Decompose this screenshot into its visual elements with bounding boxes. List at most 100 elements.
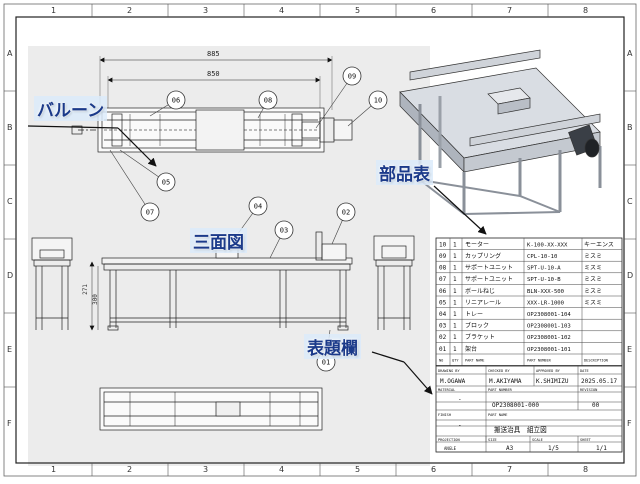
part-qty: 1 [453,265,457,272]
zone-col-bottom: 4 [279,465,285,474]
label-scale: SCALE [532,438,543,442]
balloon-number: 03 [280,227,288,235]
balloon-number: 02 [342,209,350,217]
front-view [89,231,353,331]
part-qty: 1 [453,323,457,330]
scale-value: 1/5 [548,445,559,452]
revision-value: 00 [592,402,600,409]
parts-list-header: NO [439,359,443,363]
zone-row-left: B [7,123,13,132]
parts-list-header: DESCRIPTION [584,359,608,363]
zone-row-left: D [7,271,14,280]
part-number: OP2308001-101 [527,347,571,353]
balloon-number: 07 [146,209,154,217]
part-description: ミスミ [584,265,602,272]
balloon-03: 03 [269,220,294,259]
zone-col-bottom: 1 [51,465,57,474]
zone-col-bottom: 7 [507,465,513,474]
part-no: 06 [439,288,447,295]
part-number: K-100-XX-XXX [527,242,568,248]
bottom-view [99,387,323,431]
label-projection: PROJECTION [438,438,460,442]
label-size: SIZE [488,438,497,442]
plan-tray [195,109,245,151]
zone-row-left: A [7,49,13,58]
zone-col-top: 5 [355,6,361,15]
zone-col-top: 4 [279,6,285,15]
part-qty: 1 [453,253,457,260]
part-no: 05 [439,299,447,306]
balloon-02: 02 [331,202,356,245]
isometric-view [399,49,602,216]
title-block-frame [435,365,623,453]
part-qty: 1 [453,288,457,295]
part-no: 08 [439,265,447,272]
part-no: 01 [439,346,447,353]
part-qty: 1 [453,241,457,248]
zone-row-right: C [627,197,633,206]
plan-motor [333,119,353,141]
part-number: SPT-U-10-B [527,277,561,283]
material-value: - [458,396,462,403]
zone-col-bottom: 3 [203,465,209,474]
part-name: ブラケット [465,333,495,341]
size-value: A3 [506,445,514,452]
part-name: ボールねじ [465,287,495,295]
zone-col-top: 8 [583,6,589,15]
part-no: 02 [439,334,447,341]
balloon-number: 06 [172,97,180,105]
label-date: DATE [580,369,589,373]
front-top-rail [101,257,353,265]
drawing-date: 2025.05.17 [581,378,618,385]
balloon-09: 09 [315,66,362,129]
part-name: サポートユニット [465,264,513,272]
zone-col-bottom: 8 [583,465,589,474]
label-approved: APPROVED BY [536,369,561,373]
part-number: OP2308001-104 [527,312,571,318]
part-qty: 1 [453,334,457,341]
balloon-10: 10 [347,90,388,127]
part-description: ミスミ [584,299,602,306]
callout-title-block: 表題欄 [304,334,361,359]
part-no: 03 [439,323,447,330]
balloon-number: 08 [264,97,272,105]
parts-list-header: QTY [452,359,459,363]
dim-label-height-1: 271 [81,284,89,295]
parts-list-header: PART NAME [465,359,484,363]
dim-label-inner: 850 [206,70,221,78]
parts-list-row: 10 1 モーター K-100-XX-XXX キーエンス [439,240,614,248]
part-name: サポートユニット [465,275,513,283]
zone-col-bottom: 5 [355,465,361,474]
part-no: 10 [439,241,447,248]
zone-col-top: 2 [127,6,133,15]
zone-row-left: C [7,197,13,206]
part-number-value: OP2308001-000 [492,402,539,409]
zone-row-right: E [627,345,633,354]
projection-value: ANGLE [444,446,457,451]
label-sheet: SHEET [580,438,592,442]
part-number: CPL-10-10 [527,254,557,260]
callout-three-view: 三面図 [190,228,247,253]
side-view-right [373,235,415,330]
balloon-number: 01 [322,359,330,367]
part-description: キーエンス [584,241,614,248]
part-number: XXX-LR-1000 [527,300,564,306]
balloon-number: 09 [348,73,356,81]
label-finish: FINISH [438,413,451,417]
zone-row-right: F [627,419,632,428]
label-material: MATERIAL [438,388,455,392]
part-name: モーター [465,240,489,248]
callout-parts-list: 部品表 [376,160,433,185]
part-description: ミスミ [584,253,602,260]
balloon-07: 07 [109,149,160,222]
label-part-number: PART NUMBER [488,388,513,392]
part-no: 07 [439,276,447,283]
